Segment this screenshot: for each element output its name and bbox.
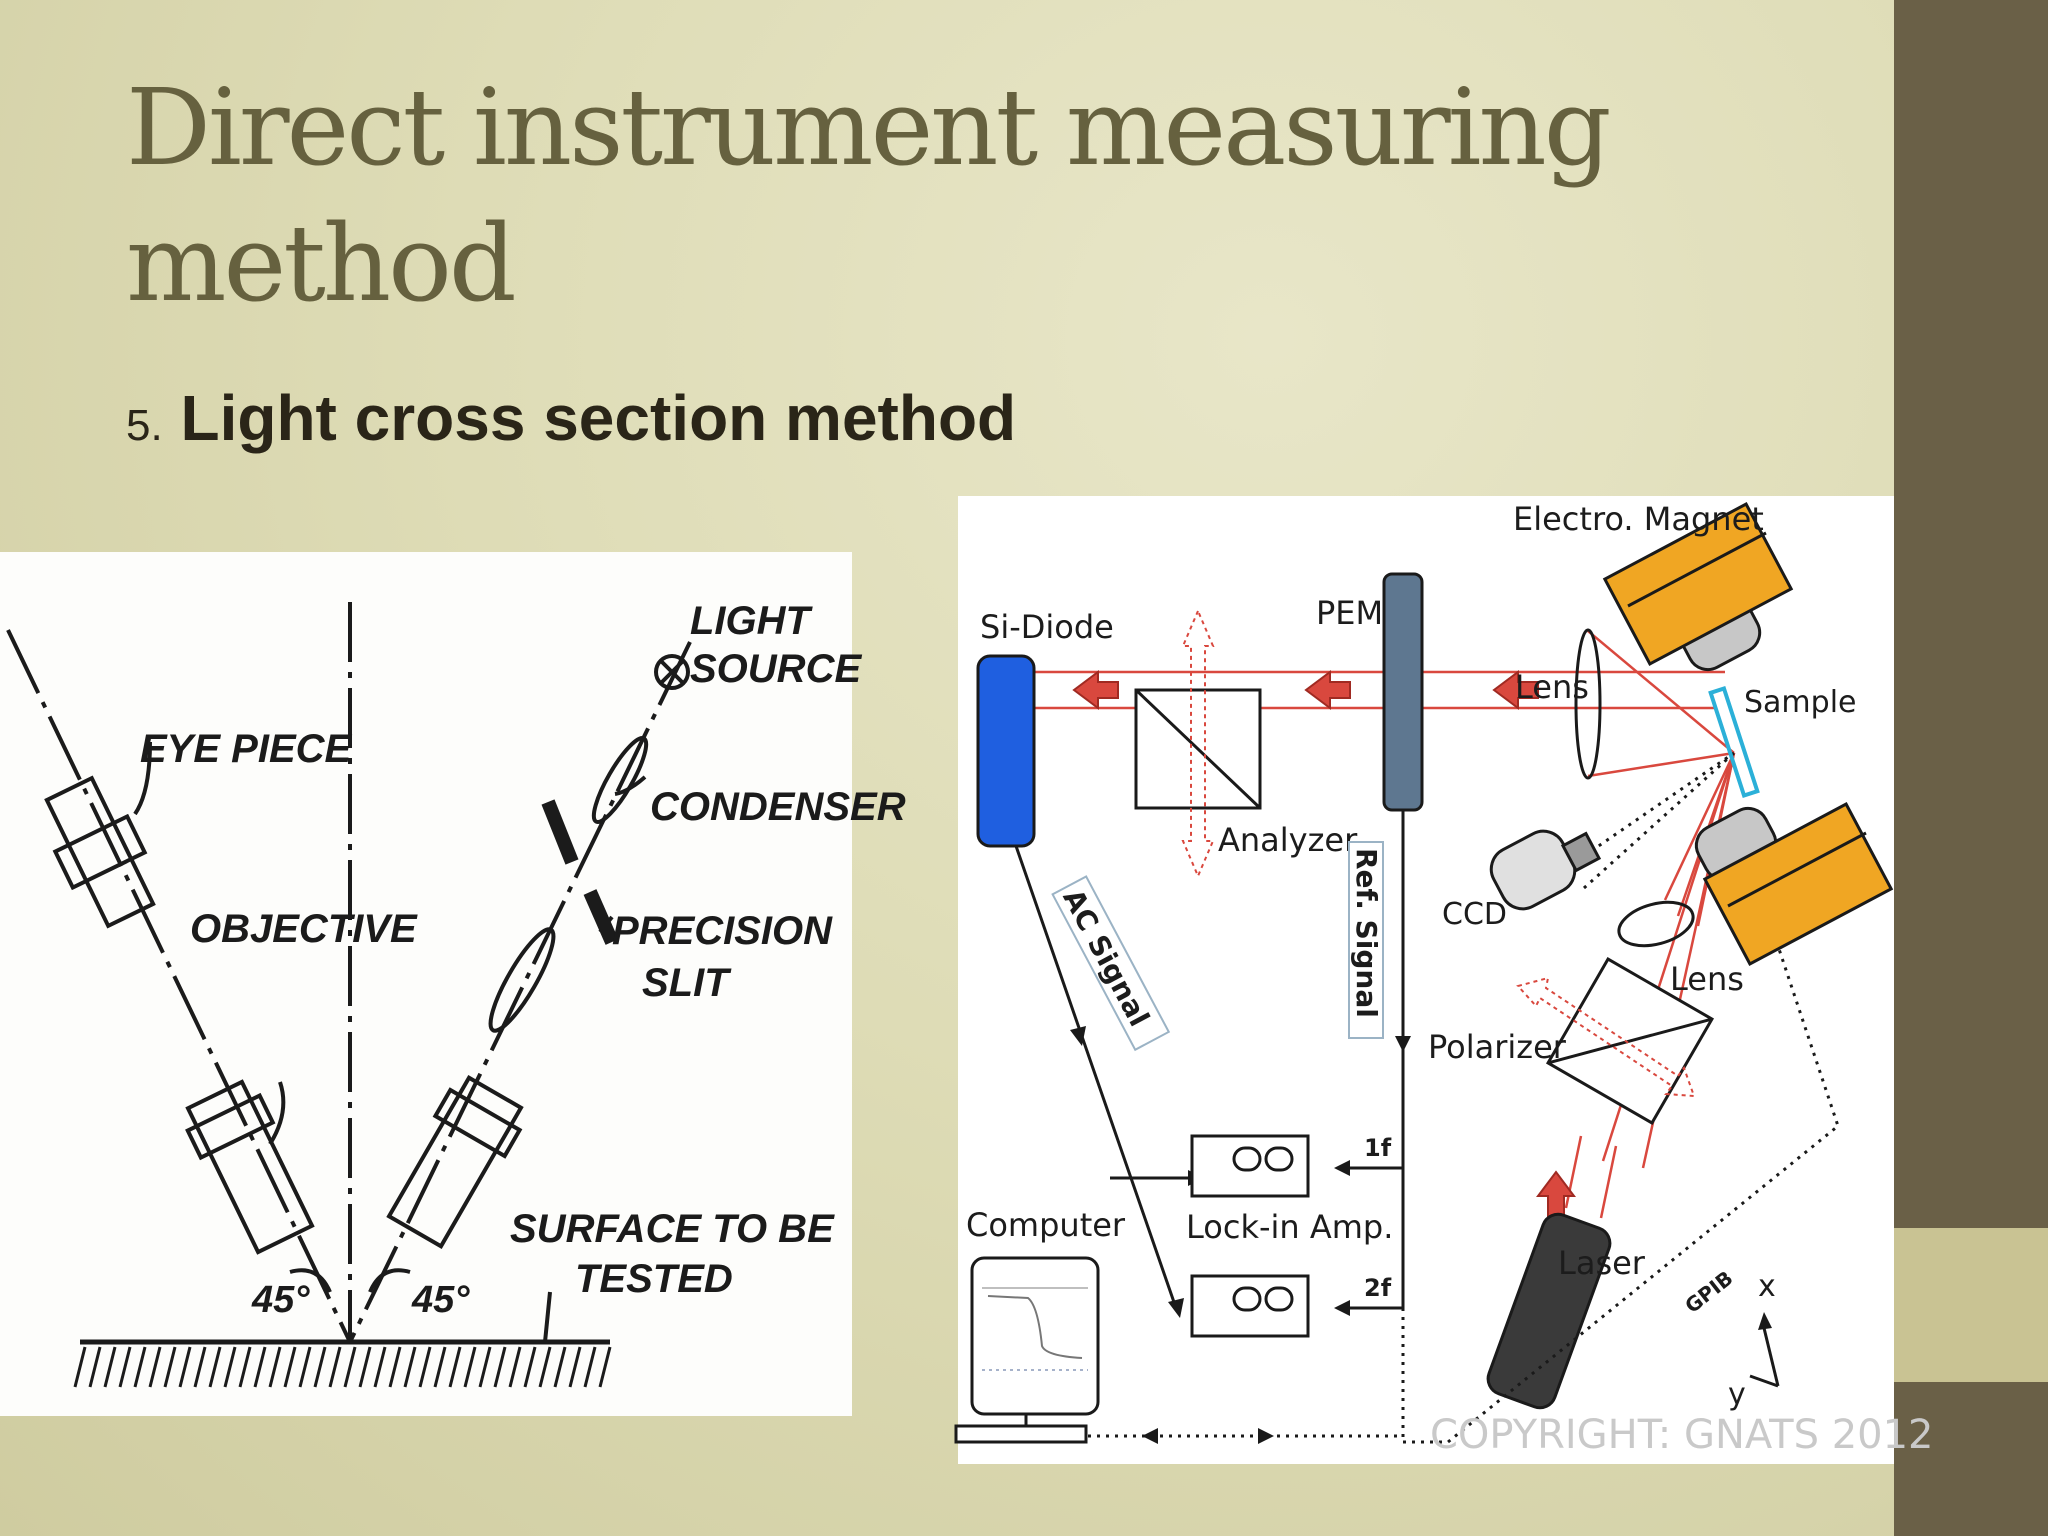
light-section-diagram: LIGHT SOURCE EYE PIECE CONDENSER OBJECTI…: [0, 552, 906, 1416]
label-analyzer: Analyzer: [1218, 821, 1358, 859]
label-ccd: CCD: [1442, 897, 1507, 932]
label-laser: Laser: [1558, 1244, 1646, 1282]
label-precision: PRECISION: [612, 909, 833, 953]
sidebar-accent-top: [1894, 0, 2048, 1228]
label-source: SOURCE: [690, 647, 862, 691]
setup-schematic: Electro. Magnet Si-Diode PEM Lens Sample…: [954, 496, 1934, 1464]
slide-title: Direct instrument measuring method: [126, 66, 1612, 325]
label-2f: 2f: [1364, 1274, 1392, 1302]
slide-subtitle: 5. Light cross section method: [126, 378, 1016, 466]
sidebar-accent-bottom: [1894, 1382, 2048, 1536]
label-surface-line1: SURFACE TO BE: [510, 1207, 835, 1251]
label-gpib: GPIB: [1680, 1266, 1737, 1318]
label-ref-signal: Ref. Signal: [1350, 848, 1383, 1018]
label-axis-x: x: [1758, 1269, 1776, 1304]
label-lock-in-amp: Lock-in Amp.: [1186, 1208, 1393, 1246]
label-objective: OBJECTIVE: [190, 907, 418, 951]
copyright-watermark: COPYRIGHT: GNATS 2012: [1430, 1412, 1934, 1458]
label-lens-top: Lens: [1515, 668, 1589, 706]
label-light: LIGHT: [690, 599, 814, 643]
si-diode-block: [976, 654, 1036, 848]
pem-block: [1382, 572, 1424, 812]
laser-body: [1486, 1212, 1612, 1410]
label-si-diode: Si-Diode: [980, 608, 1114, 646]
sidebar-accent-middle: [1894, 1228, 2048, 1382]
label-sample: Sample: [1744, 685, 1857, 720]
label-1f: 1f: [1364, 1134, 1392, 1162]
label-lens-bottom: Lens: [1670, 960, 1744, 998]
label-angle-left: 45°: [251, 1279, 310, 1321]
label-electro-magnet: Electro. Magnet: [1513, 500, 1764, 538]
label-pem: PEM: [1316, 594, 1383, 632]
label-slit: SLIT: [642, 961, 732, 1005]
label-surface-line2: TESTED: [575, 1257, 733, 1301]
label-eye-piece: EYE PIECE: [140, 727, 353, 771]
label-polarizer: Polarizer: [1428, 1028, 1567, 1066]
sample-plate: [1708, 685, 1760, 799]
label-axis-y: y: [1728, 1377, 1746, 1412]
label-angle-right: 45°: [411, 1279, 470, 1321]
subtitle-number: 5.: [126, 401, 163, 450]
label-condenser: CONDENSER: [650, 785, 906, 829]
label-computer: Computer: [966, 1206, 1126, 1244]
subtitle-text: Light cross section method: [180, 382, 1017, 454]
